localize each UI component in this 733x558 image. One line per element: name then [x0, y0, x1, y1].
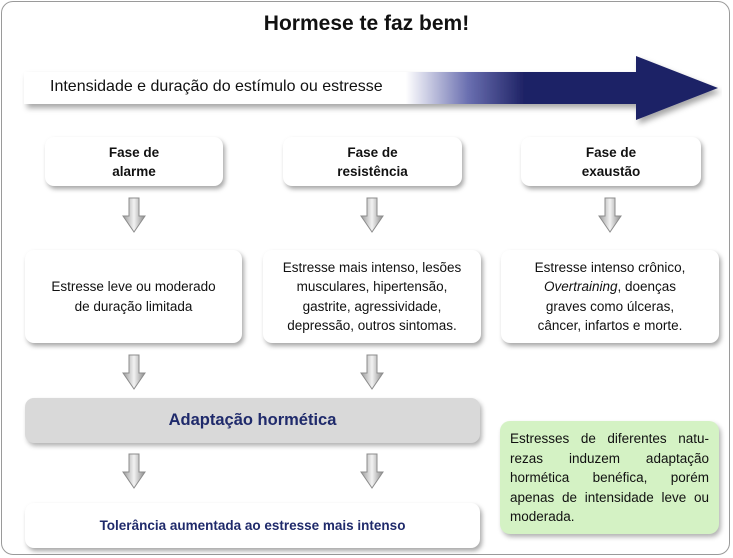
- down-arrow-icon: [122, 453, 146, 489]
- diagram-title: Hormese te faz bem!: [263, 12, 470, 35]
- intensity-arrow: [24, 56, 718, 120]
- alarm-desc-line1: Estresse leve ou moderado: [51, 279, 216, 294]
- down-arrow-icon: [122, 197, 146, 233]
- phase-resistance-line2: resistência: [337, 163, 408, 179]
- resistance-desc-line2: musculares, hipertensão,: [296, 279, 448, 294]
- resistance-desc-line1: Estresse mais intenso, lesões: [282, 259, 462, 275]
- phase-exhaustion-box: Fase de exaustão: [521, 137, 701, 186]
- note-box: Estresses de diferentes natu-rezas induz…: [500, 421, 719, 534]
- phase-resistance-box: Fase de resistência: [283, 137, 462, 186]
- phase-alarm-line1: Fase de: [108, 144, 160, 160]
- down-arrow-icon: [360, 197, 384, 233]
- resistance-description-box: Estresse mais intenso, lesões musculares…: [263, 250, 481, 343]
- exhaustion-desc-line4: câncer, infartos e morte.: [537, 318, 683, 333]
- phase-exhaustion-line1: Fase de: [585, 144, 637, 160]
- alarm-description-box: Estresse leve ou moderado de duração lim…: [25, 250, 242, 343]
- down-arrow-icon: [360, 354, 384, 390]
- resistance-desc-line3: gastrite, agressividade,: [302, 298, 442, 314]
- arrow-label: Intensidade e duração do estímulo ou est…: [50, 78, 383, 95]
- down-arrow-icon: [122, 354, 146, 390]
- phase-alarm-line2: alarme: [112, 163, 156, 179]
- exhaustion-description-box: Estresse intenso crônico, Overtraining, …: [501, 250, 719, 343]
- exhaustion-desc-line2: Overtraining, doenças: [535, 277, 686, 297]
- adaptation-bar: Adaptação hormética: [25, 398, 480, 443]
- phase-resistance-line1: Fase de: [347, 144, 398, 160]
- down-arrow-icon: [598, 197, 622, 233]
- exhaustion-desc-line2-rest: , doenças: [617, 279, 677, 294]
- resistance-desc-line4: depressão, outros sintomas.: [287, 318, 457, 333]
- exhaustion-desc-line1: Estresse intenso crônico,: [534, 259, 686, 275]
- phase-alarm-box: Fase de alarme: [45, 137, 223, 186]
- phase-exhaustion-line2: exaustão: [581, 163, 641, 179]
- exhaustion-desc-line3: graves como úlceras,: [545, 298, 675, 314]
- alarm-desc-line2: de duração limitada: [74, 298, 193, 314]
- tolerance-bar: Tolerância aumentada ao estresse mais in…: [25, 503, 480, 548]
- overtraining-italic: Overtraining: [543, 279, 618, 294]
- down-arrow-icon: [360, 453, 384, 489]
